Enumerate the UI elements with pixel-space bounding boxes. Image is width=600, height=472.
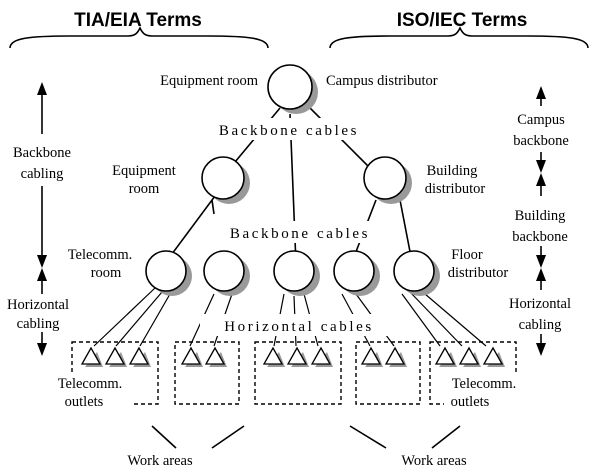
outlet-icon bbox=[458, 346, 481, 367]
outlet-icon bbox=[384, 346, 407, 367]
arrow-up-icon bbox=[37, 268, 47, 281]
horizontal-cable bbox=[139, 293, 171, 347]
building-distributor-label-line1: Building bbox=[427, 163, 478, 179]
horizontal-cables-label: Horizontal cables bbox=[224, 319, 374, 335]
work-areas-right-label: Work areas bbox=[401, 453, 467, 469]
building-backbone-label-line1: Building bbox=[515, 208, 566, 224]
work-areas-left-pointer-1 bbox=[151, 425, 177, 449]
backbone-cables-label-mid: Backbone cables bbox=[230, 226, 370, 242]
outlet-icon bbox=[204, 346, 227, 367]
floor-distributor-node-2 bbox=[203, 250, 250, 296]
telecomm-outlets-right-line2: outlets bbox=[451, 394, 490, 410]
campus-distributor-node bbox=[267, 64, 318, 114]
arrow-up-icon bbox=[536, 173, 546, 186]
campus-backbone-label-line2: backbone bbox=[513, 133, 569, 149]
outlet-icon bbox=[434, 346, 457, 367]
work-area-box-4 bbox=[355, 341, 421, 405]
arrow-down-icon bbox=[37, 343, 47, 356]
equipment-room-mid-label-line1: Equipment bbox=[112, 163, 176, 179]
telecomm-outlets-left-line1: Telecomm. bbox=[58, 376, 123, 392]
arrow-down-icon bbox=[536, 160, 546, 173]
equipment-room-mid-label-line2: room bbox=[129, 181, 160, 197]
telecomm-outlets bbox=[80, 346, 505, 367]
building-backbone-label-line2: backbone bbox=[512, 229, 568, 245]
backbone-cables-label-top: Backbone cables bbox=[219, 123, 359, 139]
horizontal-cabling-left-label-line2: cabling bbox=[17, 316, 60, 332]
equipment-room-top-label: Equipment room bbox=[160, 73, 259, 89]
horizontal-cabling-right-label-line1: Horizontal bbox=[509, 296, 571, 312]
cable-equipment-to-floor-2 bbox=[211, 199, 215, 215]
telecomm-room-label-line2: room bbox=[91, 265, 122, 281]
arrow-down-icon bbox=[37, 255, 47, 268]
arrow-up-icon bbox=[536, 268, 546, 281]
backbone-cabling-label-line1: Backbone bbox=[13, 145, 71, 161]
outlet-icon bbox=[310, 346, 333, 367]
horizontal-cabling-right-label-line2: cabling bbox=[519, 317, 562, 333]
floor-distributor-node-5 bbox=[393, 250, 440, 296]
arrow-up-icon bbox=[536, 86, 546, 99]
backbone-cabling-label-line2: cabling bbox=[21, 166, 64, 182]
outlet-icon bbox=[360, 346, 383, 367]
outlet-icon bbox=[128, 346, 151, 367]
cable-equipment-to-telecomm bbox=[165, 195, 216, 263]
building-distributor-node bbox=[363, 156, 412, 204]
arrow-up-icon bbox=[37, 82, 47, 95]
outlet-icon bbox=[104, 346, 127, 367]
right-hierarchy-arrows bbox=[536, 86, 546, 356]
telecomm-outlets-right-line1: Telecomm. bbox=[452, 376, 517, 392]
work-areas-right-pointer-1 bbox=[349, 425, 387, 449]
outlet-icon bbox=[80, 346, 103, 367]
floor-distributor-node-4 bbox=[333, 250, 380, 296]
floor-distributor-label-line1: Floor bbox=[451, 247, 483, 263]
horizontal-cabling-left-label-line1: Horizontal bbox=[7, 297, 69, 313]
outlet-icon bbox=[482, 346, 505, 367]
arrow-down-icon bbox=[536, 255, 546, 268]
floor-distributor-node-3 bbox=[273, 250, 320, 296]
left-hierarchy-arrows bbox=[37, 82, 47, 356]
work-area-box-2 bbox=[174, 341, 240, 405]
iso-iec-header: ISO/IEC Terms bbox=[397, 10, 528, 31]
work-areas-left-pointer-2 bbox=[211, 425, 245, 449]
arrow-down-icon bbox=[536, 343, 546, 356]
work-areas-left-label: Work areas bbox=[127, 453, 193, 469]
tia-eia-header: TIA/EIA Terms bbox=[74, 10, 202, 31]
telecomm-room-label-line1: Telecomm. bbox=[68, 247, 133, 263]
outlet-icon bbox=[180, 346, 203, 367]
outlet-icon bbox=[262, 346, 285, 367]
work-areas-right-pointer-2 bbox=[431, 425, 461, 449]
iso-iec-brace bbox=[329, 26, 589, 49]
campus-distributor-label: Campus distributor bbox=[326, 73, 438, 89]
horizontal-cable bbox=[93, 287, 156, 347]
floor-distributor-label-line2: distributor bbox=[448, 265, 509, 281]
work-area-box-3 bbox=[254, 341, 342, 405]
building-distributor-label-line2: distributor bbox=[425, 181, 486, 197]
tia-eia-brace bbox=[9, 26, 269, 49]
telecomm-outlets-left-line2: outlets bbox=[65, 394, 104, 410]
outlet-icon bbox=[286, 346, 309, 367]
horizontal-cable bbox=[409, 291, 463, 347]
horizontal-cable bbox=[115, 291, 163, 347]
horizontal-cable bbox=[401, 293, 441, 347]
horizontal-cable bbox=[417, 287, 487, 347]
campus-backbone-label-line1: Campus bbox=[517, 112, 565, 128]
equipment-room-mid-node bbox=[201, 156, 250, 204]
floor-distributor-node-1 bbox=[145, 250, 192, 296]
